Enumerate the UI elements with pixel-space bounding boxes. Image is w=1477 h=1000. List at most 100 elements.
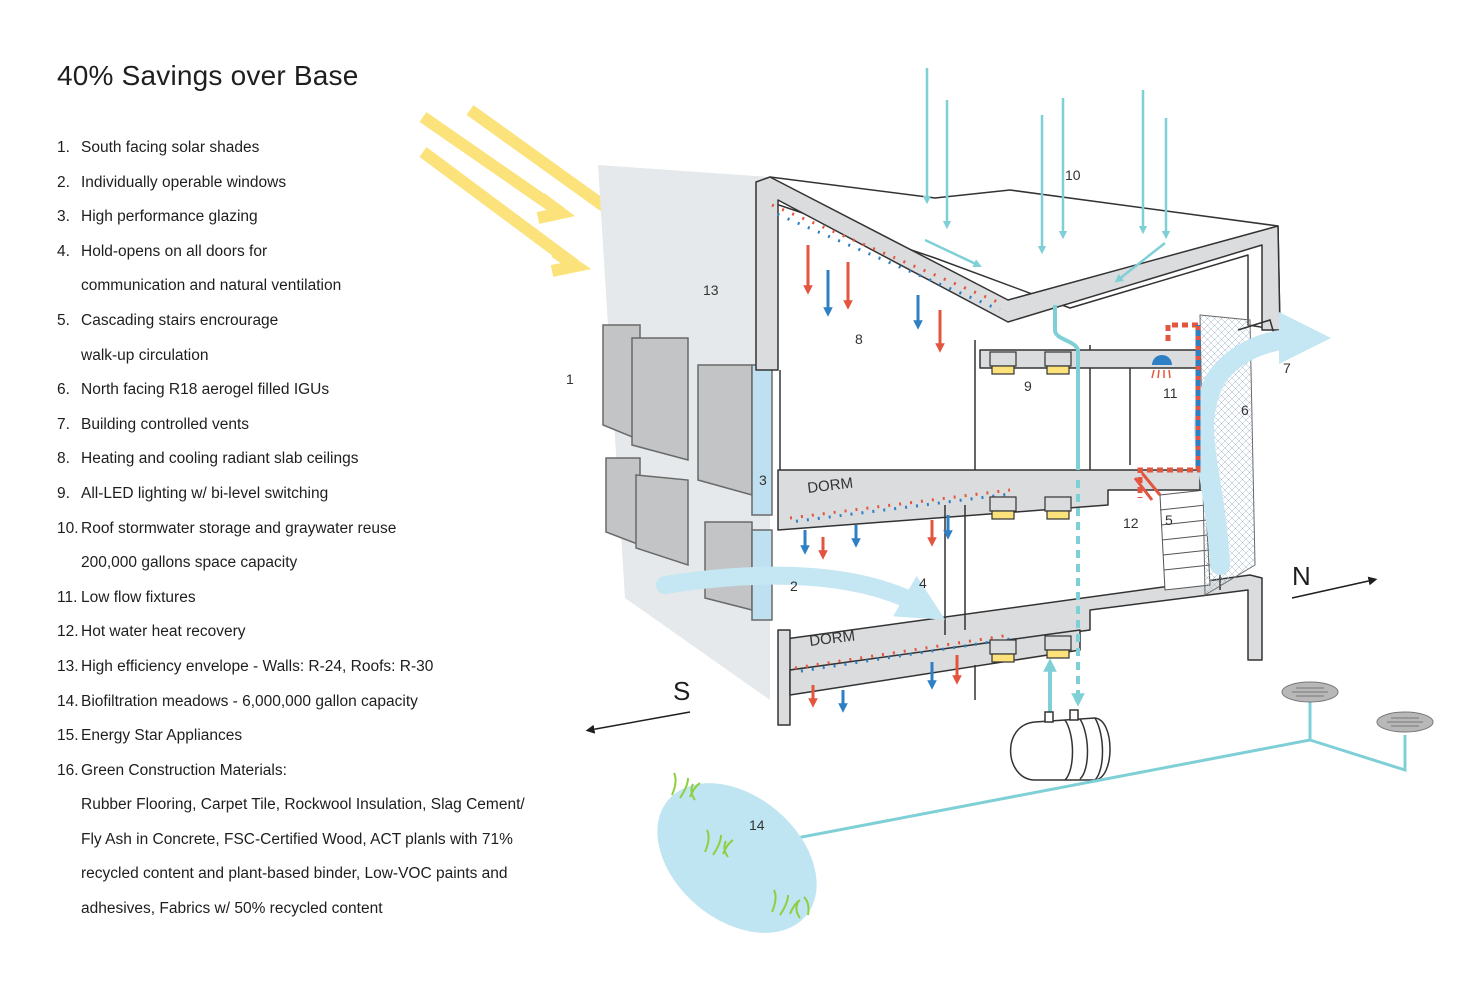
legend-item-continuation: adhesives, Fabrics w/ 50% recycled conte… — [81, 900, 383, 918]
legend-item-continuation: recycled content and plant-based binder,… — [81, 865, 508, 883]
storage-tank-icon — [1009, 709, 1111, 781]
compass-south: S — [673, 676, 690, 706]
legend-item-text: Hot water heat recovery — [81, 623, 246, 641]
legend-item-text: Biofiltration meadows - 6,000,000 gallon… — [81, 692, 418, 710]
legend-item-number: 15. — [57, 727, 79, 745]
legend-item-first-line: 10.Roof stormwater storage and graywater… — [57, 512, 537, 547]
cascading-stairs — [1159, 489, 1211, 591]
callout-2: 2 — [790, 578, 798, 594]
legend-item-first-line: 4. Hold-opens on all doors for — [57, 235, 537, 270]
callout-10: 10 — [1065, 167, 1081, 183]
legend-item-text: Roof stormwater storage and graywater re… — [81, 519, 397, 537]
callout-14: 14 — [749, 817, 765, 833]
callout-4: 4 — [919, 575, 927, 591]
legend-item-number: 9. — [57, 484, 70, 502]
legend-item: 8. Heating and cooling radiant slab ceili… — [57, 442, 537, 477]
legend-item-number: 2. — [57, 173, 70, 191]
legend-item-text: Low flow fixtures — [81, 588, 196, 606]
legend-item-first-line: 15.Energy Star Appliances — [57, 719, 537, 754]
legend-item-continuation: walk-up circulation — [81, 346, 209, 364]
legend-item-first-line: 13.High efficiency envelope - Walls: R-2… — [57, 650, 537, 685]
legend-item-number: 4. — [57, 242, 70, 260]
grass-tuft-icon — [671, 772, 810, 919]
callout-5: 5 — [1165, 512, 1173, 528]
legend-item-number: 13. — [57, 657, 79, 675]
stormwater-pipes — [759, 700, 1407, 847]
legend-item-text: Green Construction Materials: — [81, 761, 287, 779]
legend-item: 2. Individually operable windows — [57, 166, 537, 201]
legend-item-text: Hold-opens on all doors for — [81, 242, 268, 260]
legend-item-first-line: 11.Low flow fixtures — [57, 581, 537, 616]
legend-item-first-line: 8. Heating and cooling radiant slab ceili… — [57, 442, 537, 477]
legend-item-continuation: Fly Ash in Concrete, FSC-Certified Wood,… — [81, 830, 513, 848]
legend-item: 3. High performance glazing — [57, 200, 537, 235]
legend-item-number: 1. — [57, 139, 70, 156]
legend-item: 16.Green Construction Materials: Rubber F… — [57, 754, 537, 927]
legend-item-first-line: 12.Hot water heat recovery — [57, 615, 537, 650]
legend-item-continuation: Rubber Flooring, Carpet Tile, Rockwool I… — [81, 796, 525, 814]
legend-item-first-line: 5. Cascading stairs encrourage — [57, 304, 537, 339]
legend-item: 5. Cascading stairs encrourage walk-up cir… — [57, 304, 537, 373]
callout-6: 6 — [1241, 402, 1249, 418]
callout-9: 9 — [1024, 378, 1032, 394]
legend-item-number: 5. — [57, 311, 70, 329]
diagram-title: 40% Savings over Base — [57, 60, 359, 91]
legend-item-continuation: communication and natural ventilation — [81, 277, 342, 295]
legend-item-text: High performance glazing — [81, 208, 258, 226]
legend-item-number: 7. — [57, 415, 70, 433]
callout-1: 1 — [566, 371, 574, 387]
legend-item-number: 11. — [57, 588, 78, 606]
legend-item-number: 16. — [57, 761, 79, 779]
legend-item-first-line: 2. Individually operable windows — [57, 166, 537, 201]
legend-item: 1.South facing solar shades — [57, 131, 537, 166]
biofiltration-meadow — [657, 783, 817, 933]
legend-item-number: 14. — [57, 692, 79, 710]
air-flows — [656, 312, 1331, 620]
room-label-upper: DORM — [806, 475, 854, 497]
legend-item-text: Heating and cooling radiant slab ceiling… — [81, 450, 359, 468]
legend-item-text: North facing R18 aerogel filled IGUs — [81, 381, 330, 399]
legend-item: 13.High efficiency envelope - Walls: R-2… — [57, 650, 537, 685]
legend-item-continuation: 200,000 gallons space capacity — [81, 554, 298, 572]
legend-item-number: 6. — [57, 381, 70, 399]
legend-item-first-line: 9. All-LED lighting w/ bi-level switching — [57, 477, 537, 512]
radiant-slab-dots — [771, 203, 1011, 674]
legend-item-first-line: 3. High performance glazing — [57, 200, 537, 235]
legend-list: 1.South facing solar shades 2. Individuall… — [57, 131, 537, 927]
legend-item: 14.Biofiltration meadows - 6,000,000 gal… — [57, 685, 537, 720]
callout-8: 8 — [855, 331, 863, 347]
legend-item-first-line: 14.Biofiltration meadows - 6,000,000 gal… — [57, 685, 537, 720]
legend-item-text: All-LED lighting w/ bi-level switching — [81, 484, 329, 502]
legend-item: 12.Hot water heat recovery — [57, 615, 537, 650]
led-lights — [989, 351, 1072, 663]
legend-item-text: Energy Star Appliances — [81, 727, 243, 745]
legend-item: 15.Energy Star Appliances — [57, 719, 537, 754]
callout-13: 13 — [703, 282, 719, 298]
hot-water-pipe — [1133, 322, 1201, 501]
legend-item-number: 12. — [57, 623, 79, 641]
drain-grate-icon — [1281, 681, 1434, 733]
legend-item: 11.Low flow fixtures — [57, 581, 537, 616]
legend-item-number: 3. — [57, 208, 70, 226]
legend-item-number: 10. — [57, 519, 79, 537]
legend-item-text: Building controlled vents — [81, 415, 250, 433]
legend-item-text: Individually operable windows — [81, 173, 287, 191]
compass-arrows — [585, 576, 1378, 734]
legend-item: 6. North facing R18 aerogel filled IGUs — [57, 373, 537, 408]
rain-arrows — [922, 68, 1171, 718]
legend-item: 4. Hold-opens on all doors for communicati… — [57, 235, 537, 304]
callout-12: 12 — [1123, 515, 1139, 531]
callout-7: 7 — [1283, 360, 1291, 376]
legend-item-text: Cascading stairs encrourage — [81, 311, 279, 329]
legend-item-first-line: 1.South facing solar shades — [57, 131, 537, 166]
callout-3: 3 — [759, 472, 767, 488]
legend-item-first-line: 6. North facing R18 aerogel filled IGUs — [57, 373, 537, 408]
legend-item-first-line: 7. Building controlled vents — [57, 408, 537, 443]
legend-item-number: 8. — [57, 450, 70, 468]
callout-labels: 1 2 3 4 5 6 7 8 9 10 11 12 13 14 DORM DO… — [566, 167, 1311, 833]
radiant-arrows — [800, 245, 962, 713]
room-label-lower: DORM — [808, 628, 856, 650]
shower-icon — [1151, 355, 1172, 379]
legend-item-first-line: 16.Green Construction Materials: — [57, 754, 537, 789]
callout-11: 11 — [1163, 385, 1178, 401]
